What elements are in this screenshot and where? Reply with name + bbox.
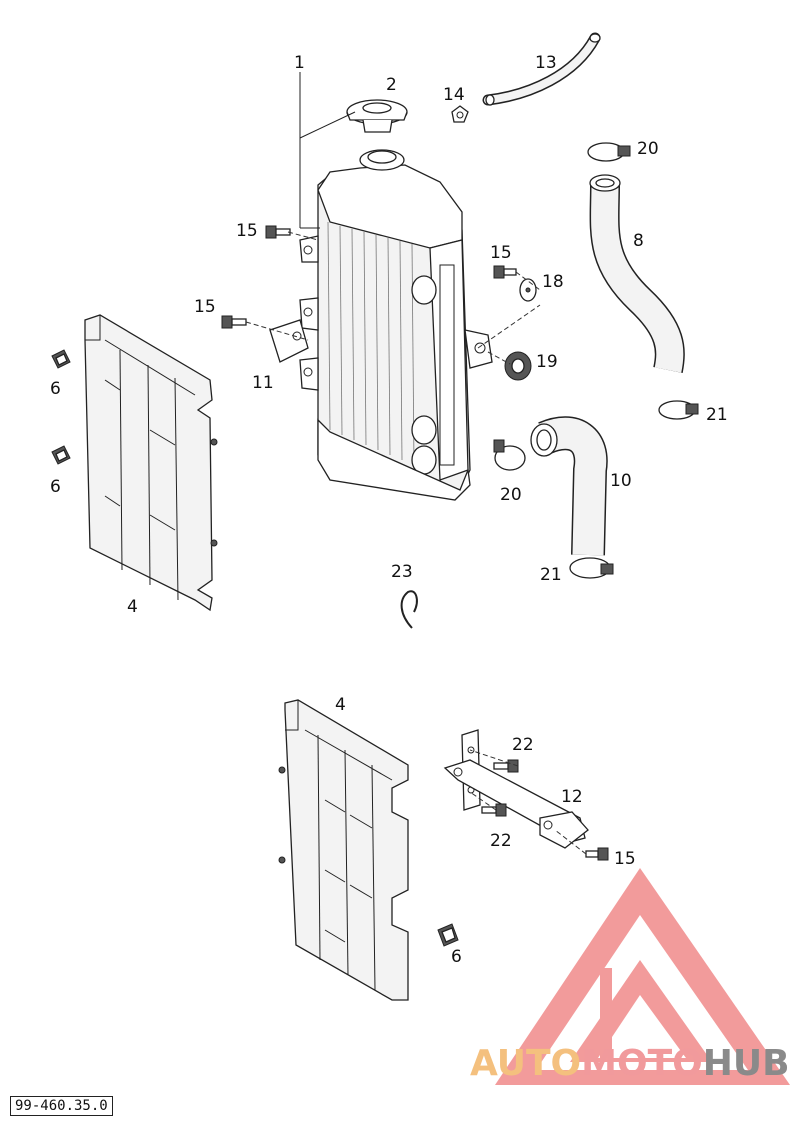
overflow-hose bbox=[482, 32, 601, 106]
screw-15-lower bbox=[585, 847, 609, 861]
hose-clamp-20-upper bbox=[587, 142, 631, 162]
watermark-brand-auto: AUTO bbox=[470, 1043, 582, 1084]
watermark-logo bbox=[495, 868, 790, 1085]
callout-22-upper: 22 bbox=[512, 735, 534, 755]
callout-11: 11 bbox=[252, 373, 274, 393]
callout-4-upper: 4 bbox=[127, 597, 138, 617]
callout-6-upper: 6 bbox=[50, 379, 61, 399]
radiator bbox=[299, 149, 493, 501]
bracket-11 bbox=[269, 319, 309, 363]
leader-lines bbox=[245, 72, 587, 855]
callout-8: 8 bbox=[633, 231, 644, 251]
clip-nut-upper bbox=[51, 349, 71, 369]
screw-15-left bbox=[221, 315, 247, 329]
radiator-guard-left bbox=[84, 314, 218, 612]
hose-clamp-20-lower bbox=[493, 439, 526, 471]
radiator-hose-upper bbox=[589, 174, 685, 373]
watermark-brand: AUTOMOTOHUB bbox=[470, 1043, 790, 1084]
callout-2: 2 bbox=[386, 75, 397, 95]
callout-13: 13 bbox=[535, 53, 557, 73]
hose-clamp-21-lower bbox=[569, 557, 614, 579]
cable-tie bbox=[451, 105, 469, 123]
callout-15-lower: 15 bbox=[614, 849, 636, 869]
diagram-reference-code: 99-460.35.0 bbox=[10, 1096, 113, 1116]
callout-20-lower: 20 bbox=[500, 485, 522, 505]
screw-15-top bbox=[265, 225, 291, 239]
callout-4-lower: 4 bbox=[335, 695, 346, 715]
callout-labels: 1 2 13 14 20 8 15 15 18 15 19 11 6 21 10… bbox=[50, 53, 728, 967]
watermark-brand-hub: HUB bbox=[702, 1043, 790, 1084]
callout-6-lower: 6 bbox=[451, 947, 462, 967]
washer bbox=[519, 278, 537, 302]
clip bbox=[400, 590, 418, 629]
callout-12: 12 bbox=[561, 787, 583, 807]
callout-15-right: 15 bbox=[490, 243, 512, 263]
callout-10: 10 bbox=[610, 471, 632, 491]
callout-19: 19 bbox=[536, 352, 558, 372]
callout-15-left: 15 bbox=[194, 297, 216, 317]
clip-nut-middle bbox=[51, 445, 71, 465]
radiator-cap bbox=[346, 99, 408, 133]
screw-15-right bbox=[493, 265, 517, 279]
callout-18: 18 bbox=[542, 272, 564, 292]
screw-22-lower bbox=[481, 803, 507, 817]
callout-20-upper: 20 bbox=[637, 139, 659, 159]
callout-23: 23 bbox=[391, 562, 413, 582]
radiator-hose-lower bbox=[530, 416, 608, 556]
hose-clamp-21-upper bbox=[658, 400, 699, 420]
callout-6-middle: 6 bbox=[50, 477, 61, 497]
callout-22-lower: 22 bbox=[490, 831, 512, 851]
callout-1: 1 bbox=[294, 53, 305, 73]
screw-22-upper bbox=[493, 759, 519, 773]
callout-14: 14 bbox=[443, 85, 465, 105]
callout-15-top: 15 bbox=[236, 221, 258, 241]
bracket-12 bbox=[443, 729, 589, 849]
rubber-grommet bbox=[504, 351, 532, 381]
radiator-guard-lower bbox=[278, 699, 409, 1001]
callout-21-lower: 21 bbox=[540, 565, 562, 585]
clip-nut-lower bbox=[437, 923, 459, 947]
watermark-brand-moto: MOTO bbox=[581, 1043, 703, 1084]
callout-21-upper: 21 bbox=[706, 405, 728, 425]
